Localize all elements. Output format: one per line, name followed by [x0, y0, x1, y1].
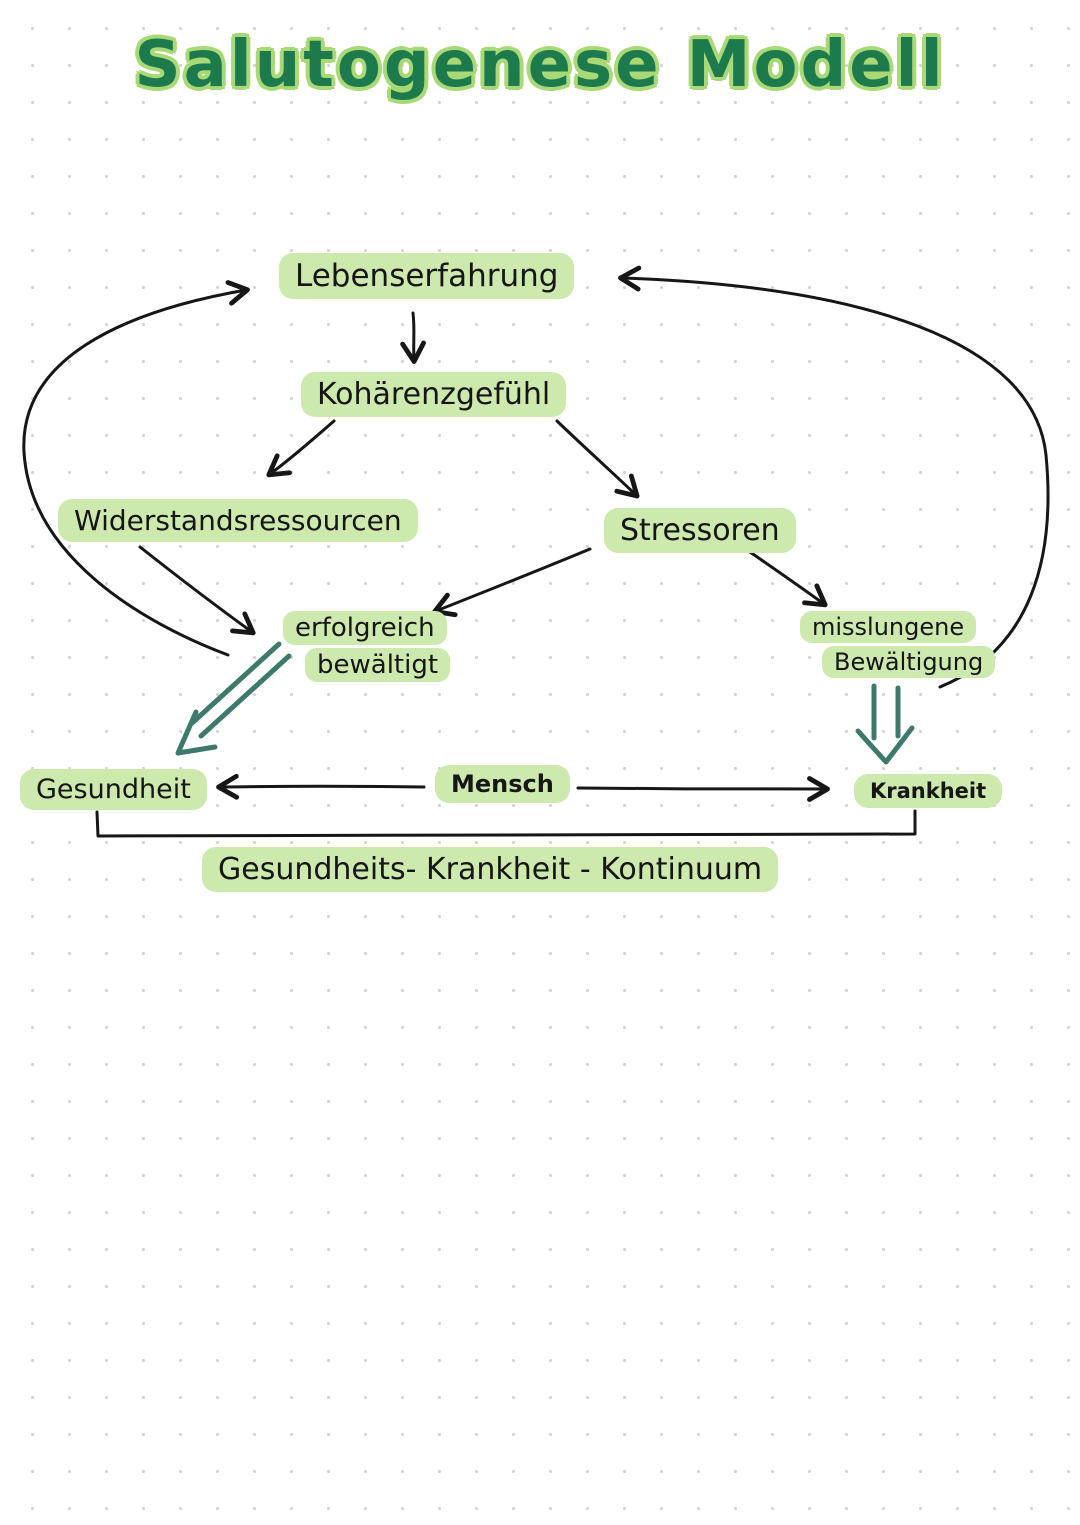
arrow-mensch-to-gesundheit — [216, 773, 426, 800]
arrow-mensch-to-krankheit — [576, 776, 830, 802]
arrow-kohaerenzgefuehl-to-widerstandsressourcen — [266, 419, 336, 478]
arrow-stressoren-to-erfolgreich — [432, 547, 592, 618]
node-lebenserfahrung: Lebenserfahrung — [279, 253, 575, 299]
node-erfolgreich-line1: erfolgreich — [283, 611, 447, 645]
node-misslungene-bewaeltigung: misslungene Bewältigung — [800, 611, 996, 678]
node-misslungen-line1: misslungene — [800, 611, 977, 643]
node-gesundheit: Gesundheit — [20, 769, 207, 810]
arrow-widerstandsressourcen-to-erfolgreich — [138, 545, 256, 636]
double-arrowhead-krankheit — [855, 725, 915, 765]
double-arrowhead-gesundheit — [175, 709, 218, 756]
node-erfolgreich-bewaeltigt: erfolgreich bewältigt — [283, 611, 451, 682]
node-misslungen-line2: Bewältigung — [822, 646, 996, 678]
node-widerstandsressourcen: Widerstandsressourcen — [58, 499, 418, 542]
page-title: Salutogenese Modell — [134, 28, 946, 102]
arrow-lebenserfahrung-to-kohaerenzgefuehl — [400, 311, 426, 364]
arrow-stressoren-to-misslungene — [748, 550, 828, 608]
node-krankheit: Krankheit — [854, 774, 1003, 808]
node-kontinuum-label: Gesundheits- Krankheit - Kontinuum — [202, 847, 779, 892]
node-kohaerenzgefuehl: Kohärenzgefühl — [301, 372, 567, 417]
node-erfolgreich-line2: bewältigt — [305, 648, 451, 682]
kontinuum-bracket — [95, 809, 917, 838]
node-mensch: Mensch — [435, 765, 570, 803]
arrow-kohaerenzgefuehl-to-stressoren — [555, 419, 640, 499]
double-arrow-erfolgreich-to-gesundheit — [198, 653, 292, 739]
arrow-erfolgreich-to-lebenserfahrung-curve — [22, 280, 250, 657]
node-stressoren: Stressoren — [604, 508, 796, 553]
double-arrow-erfolgreich-to-gesundheit — [188, 641, 282, 727]
